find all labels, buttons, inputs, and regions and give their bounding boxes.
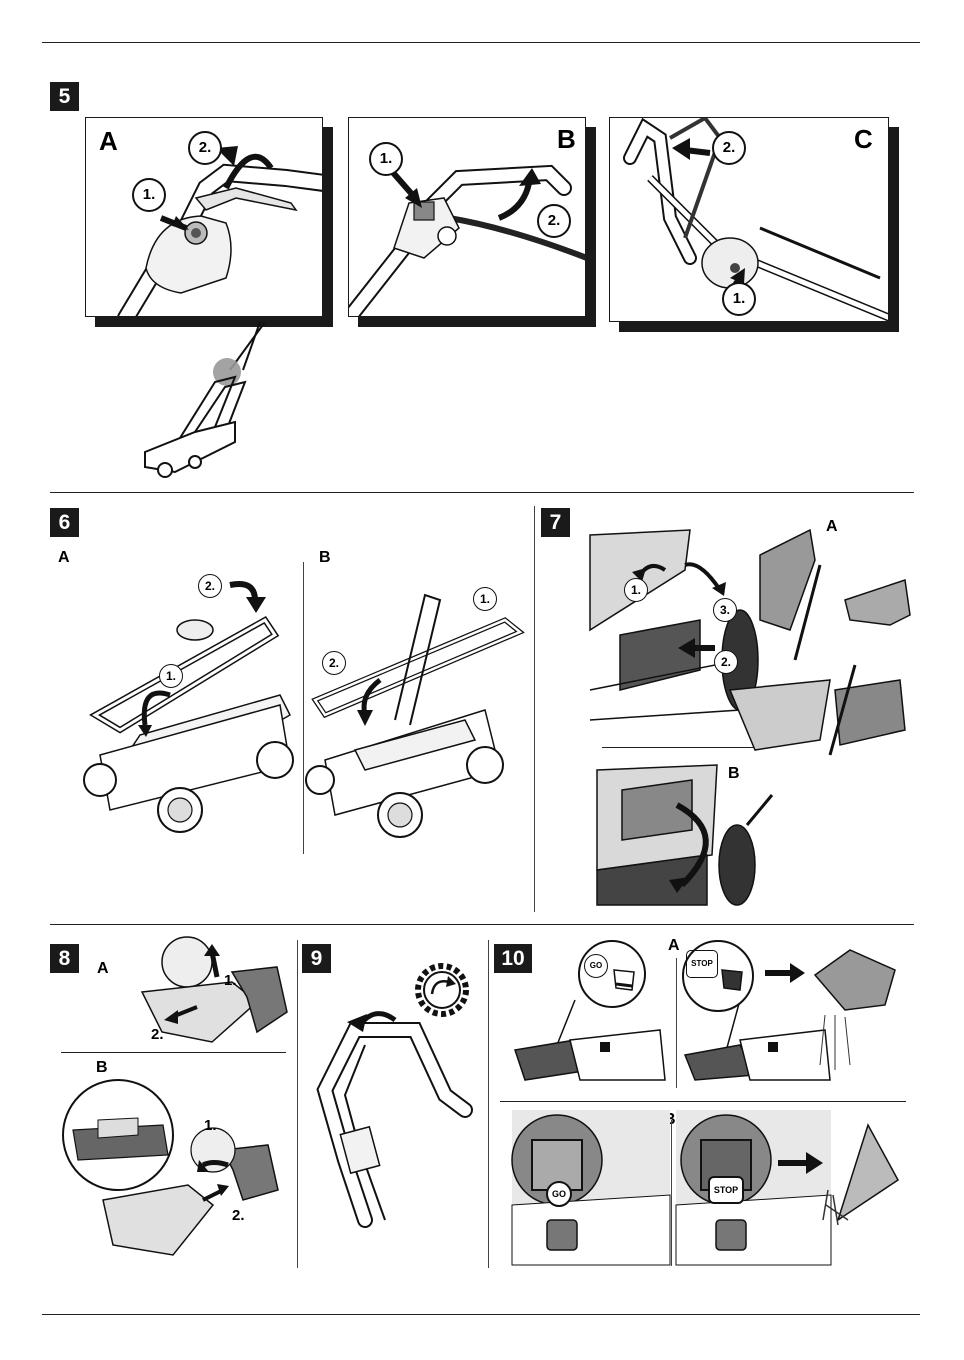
handle-latch-illustration [349, 164, 585, 316]
figure-10-bottom-divider [671, 1120, 672, 1266]
figure-8-9-divider [297, 940, 298, 1268]
figure-7-number: 7 [541, 508, 570, 537]
panel-5c-step-2: 2. [712, 131, 746, 165]
figure-9-number: 9 [302, 944, 331, 973]
grass-indicator-full-illustration [683, 999, 831, 1081]
full-grass-bag-illustration [778, 1123, 899, 1226]
panel-5a-step-2: 2. [188, 131, 222, 165]
mulch-cover-illustration [140, 936, 288, 1043]
grass-indicator-empty-illustration [514, 999, 666, 1081]
mower-overview-illustration [144, 321, 266, 478]
empty-grass-box-illustration [765, 949, 896, 1070]
section-rule-2 [50, 924, 914, 925]
panel-5b-step-2: 2. [537, 204, 571, 238]
panel-7b-label: B [728, 765, 740, 782]
go-badge: GO [546, 1181, 572, 1207]
panel-5a-label: A [99, 126, 118, 156]
panel-6b-step-2: 2. [322, 651, 346, 675]
figure-10-number: 10 [494, 944, 532, 973]
panel-8a-step-2: 2. [151, 1026, 164, 1043]
stop-label-1: STOP [686, 950, 718, 978]
figure-8-number: 8 [50, 944, 79, 973]
handle-lever-illustration [117, 146, 322, 316]
section-rule-1 [50, 492, 914, 493]
panel-6a-label: A [58, 549, 70, 566]
cable-clip-illustration [623, 118, 888, 321]
go-indicator-zoom: GO [578, 940, 646, 1008]
panel-6a-step-1: 1. [159, 664, 183, 688]
panel-6a-step-2: 2. [198, 574, 222, 598]
panel-8b-step-1: 1. [204, 1117, 217, 1134]
panel-7a-step-1: 1. [624, 578, 648, 602]
panel-6b-label: B [319, 549, 331, 566]
mower-handle-fold-illustration [83, 581, 294, 833]
panel-5a-step-1: 1. [132, 178, 166, 212]
panel-5b-label: B [557, 124, 576, 154]
bottom-rule [42, 1314, 920, 1315]
figure-10-horizontal-divider [500, 1101, 906, 1102]
figure-5-panel-a: A 2. 1. [85, 117, 333, 327]
figure-8-divider [61, 1052, 286, 1053]
grass-box-insert-illustration [589, 528, 911, 756]
handle-height-adjust-illustration [316, 1011, 473, 1228]
panel-7a-step-3: 3. [713, 598, 737, 622]
grass-box-removal-illustration [596, 764, 774, 906]
panel-5b-step-1: 1. [369, 142, 403, 176]
panel-6b-step-1: 1. [473, 587, 497, 611]
figure-6-number: 6 [50, 508, 79, 537]
panel-5c-step-1: 1. [722, 282, 756, 316]
top-rule [42, 42, 920, 43]
full-box-icon [721, 969, 743, 991]
stop-indicator-zoom: STOP [682, 940, 754, 1012]
figure-9-10-divider [488, 940, 489, 1268]
gear-icon [415, 963, 469, 1017]
empty-box-icon [613, 969, 635, 991]
panel-5c-label: C [854, 124, 873, 154]
mower-handle-unfold-illustration [305, 593, 525, 838]
figure-7-divider [602, 747, 754, 748]
panel-8b-step-2: 2. [232, 1207, 245, 1224]
figure-5-panel-c: C 2. 1. [609, 117, 899, 332]
stop-badge: STOP [708, 1176, 744, 1204]
fill-indicator-go-closeup [511, 1110, 671, 1266]
panel-7a-step-2: 2. [714, 650, 738, 674]
mulch-cover-detail-illustration [62, 1079, 279, 1256]
panel-10a-label: A [668, 937, 680, 954]
panel-8a-step-1: 1. [224, 972, 237, 989]
go-label-1: GO [584, 954, 608, 978]
figure-6-divider [303, 562, 304, 854]
panel-8a-label: A [97, 960, 109, 977]
figure-5-number: 5 [50, 82, 79, 111]
panel-7a-label: A [826, 518, 838, 535]
figure-5-panel-b: B 1. 2. [348, 117, 596, 327]
figure-10-inner-divider [676, 958, 677, 1088]
figure-6-7-divider [534, 506, 535, 912]
panel-8b-label: B [96, 1059, 108, 1076]
